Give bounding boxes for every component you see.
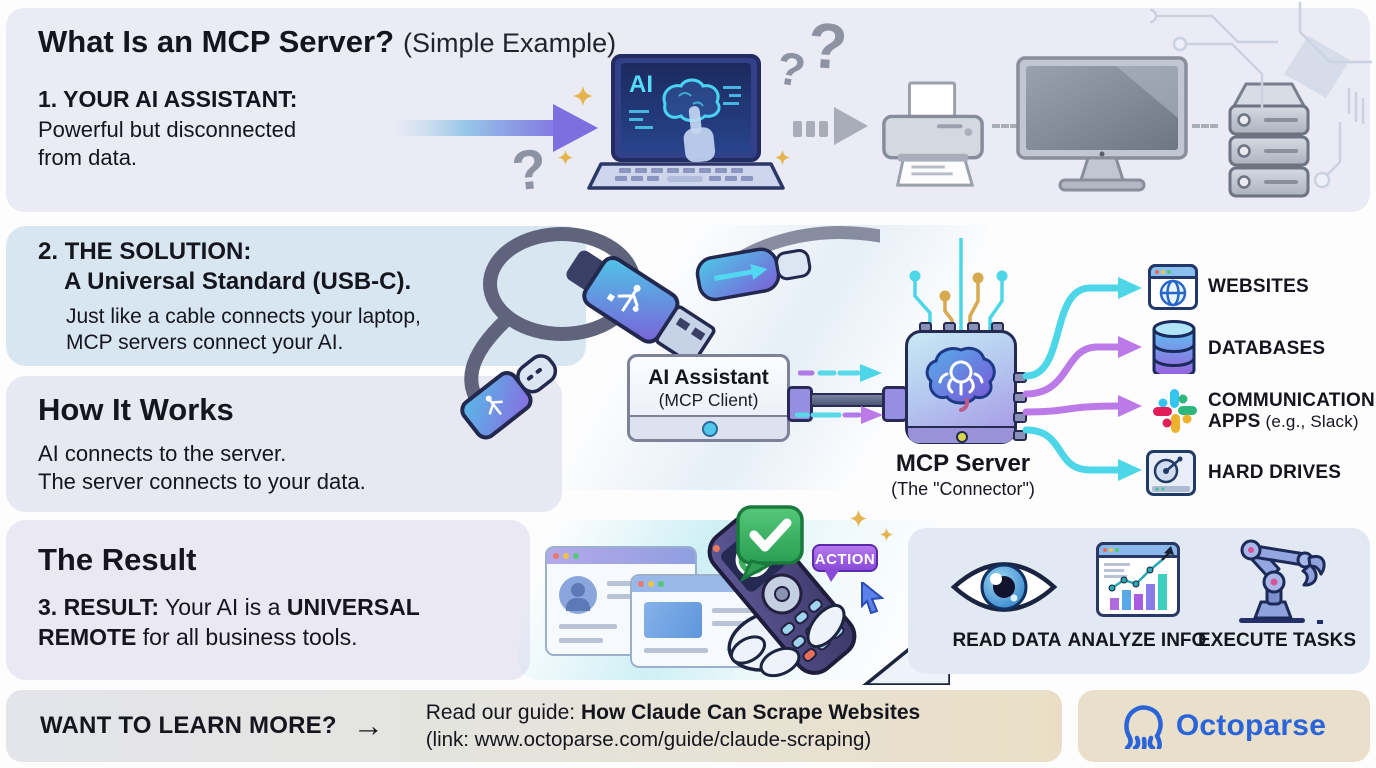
window-dot xyxy=(638,581,644,587)
sparkle-icon xyxy=(573,86,593,106)
usb-c-connector-icon xyxy=(460,354,558,440)
image-placeholder xyxy=(644,602,702,638)
action-badge-tail xyxy=(824,569,840,582)
gradient-arrow-icon xyxy=(393,104,598,152)
printer-icon xyxy=(882,81,984,187)
client-subtitle: (MCP Client) xyxy=(658,390,759,410)
usb-cable-illustration xyxy=(460,226,880,440)
server-stack-icon xyxy=(1228,82,1310,198)
how-body: AI connects to the server. The server co… xyxy=(38,441,366,494)
capability-read-data: READ DATA xyxy=(952,630,1062,651)
capability-execute-tasks: EXECUTE TASKS xyxy=(1197,630,1356,651)
laptop-ai-icon: AI xyxy=(587,54,785,190)
chip-pin xyxy=(1013,430,1027,441)
sparkle-icon xyxy=(880,528,893,541)
how-heading: How It Works xyxy=(38,392,234,427)
chip-led xyxy=(956,430,968,443)
solution-body: Just like a cable connects your laptop, … xyxy=(66,305,421,354)
connector-dash xyxy=(992,124,1018,128)
finger xyxy=(759,646,801,678)
capability-analyze-info: ANALYZE INFO xyxy=(1067,630,1207,651)
sparkle-icon xyxy=(558,150,573,165)
avatar xyxy=(559,576,597,614)
server-title: MCP Server xyxy=(895,450,1031,477)
question-mark-icon: ? xyxy=(805,8,850,84)
flow-dashes-bottom xyxy=(795,406,883,424)
flow-dashes-top xyxy=(798,364,882,382)
usb-a-connector-icon xyxy=(566,250,716,366)
hand-icon xyxy=(683,106,716,163)
window-dot xyxy=(553,553,559,559)
title-note: (Simple Example) xyxy=(403,28,617,58)
solution-heading-1: 2. THE SOLUTION: xyxy=(38,238,252,265)
chip-circuit-traces xyxy=(909,238,1008,332)
window-dot xyxy=(573,553,579,559)
dashed-arrow-head-icon xyxy=(834,107,868,145)
client-box-strip xyxy=(630,415,787,439)
page-title: What Is an MCP Server? (Simple Example) xyxy=(38,24,616,60)
step1-description: Powerful but disconnected from data. xyxy=(38,117,297,170)
window-dot xyxy=(648,581,654,587)
chart-icon xyxy=(1096,542,1180,617)
result-body: 3. RESULT: Your AI is a UNIVERSAL REMOTE… xyxy=(38,594,420,650)
solution-heading-2: A Universal Standard (USB-C). xyxy=(64,268,412,295)
brain-octopus-icon xyxy=(925,346,996,412)
sparkle-icon xyxy=(850,510,867,527)
footer-cta-banner: WANT TO LEARN MORE? → Read our guide: Ho… xyxy=(6,690,1062,762)
section-result xyxy=(6,520,530,680)
connector-dash xyxy=(1192,124,1218,128)
chip-pin xyxy=(1013,412,1027,423)
target-label-websites: WEBSITES xyxy=(1208,276,1309,297)
footer-cta: WANT TO LEARN MORE? xyxy=(40,712,337,739)
question-mark-icon: ? xyxy=(508,136,550,203)
brand-banner: Octoparse xyxy=(1078,690,1370,762)
cursor-icon xyxy=(861,582,885,614)
finger xyxy=(729,635,767,665)
window-dot xyxy=(563,553,569,559)
dashed-arrow-icon xyxy=(793,121,802,137)
dashed-arrow-icon xyxy=(819,121,828,137)
hard-drive-icon xyxy=(1146,450,1196,496)
client-box: AI Assistant (MCP Client) xyxy=(627,354,790,442)
client-title: AI Assistant xyxy=(648,366,769,389)
footer-guide-link: (link: www.octoparse.com/guide/claude-sc… xyxy=(425,728,872,751)
target-arrows xyxy=(1022,277,1142,481)
monitor-icon xyxy=(1016,56,1188,192)
slack-icon xyxy=(1153,389,1197,433)
browser-icon xyxy=(1148,264,1198,310)
target-label-comm-1: COMMUNICATION xyxy=(1208,390,1375,411)
window-dot xyxy=(658,581,664,587)
check-bubble-icon xyxy=(736,505,804,583)
target-label-comm-2: APPS (e.g., Slack) xyxy=(1208,411,1359,432)
thumb xyxy=(806,603,846,649)
laptop-screen-label: AI xyxy=(629,71,653,98)
step1-heading: 1. YOUR AI ASSISTANT: xyxy=(38,86,298,112)
client-port-dot xyxy=(701,421,718,437)
sparkle-icon xyxy=(775,150,790,165)
browser-card xyxy=(545,546,697,656)
brain-icon xyxy=(662,78,721,122)
brand-name: Octoparse xyxy=(1175,709,1327,742)
right-arrow-icon: → xyxy=(352,708,384,743)
target-label-hard-drives: HARD DRIVES xyxy=(1208,462,1342,483)
octopus-logo-icon xyxy=(1124,705,1163,749)
eye-icon xyxy=(950,562,1058,612)
robot-arm-icon xyxy=(1239,539,1326,624)
usb-adapter-icon xyxy=(695,247,812,302)
database-icon xyxy=(1152,320,1196,374)
result-heading: The Result xyxy=(38,542,197,577)
action-badge: ACTION xyxy=(812,544,878,572)
target-label-databases: DATABASES xyxy=(1208,338,1326,359)
dashed-arrow-icon xyxy=(806,121,815,137)
footer-guide: Read our guide: How Claude Can Scrape We… xyxy=(425,701,921,751)
chip-base-strip xyxy=(908,426,1014,443)
title-main: What Is an MCP Server? xyxy=(38,24,395,59)
server-subtitle: (The "Connector") xyxy=(891,479,1035,499)
circuit-pattern-decoration xyxy=(1150,2,1372,189)
browser-card-header xyxy=(547,548,695,564)
